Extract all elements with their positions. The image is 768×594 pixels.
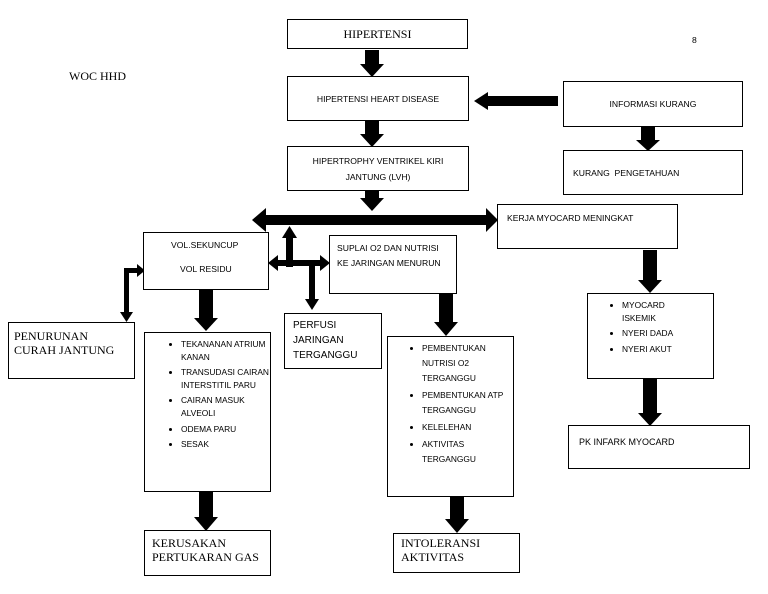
node-kerusakan-line2: PERTUKARAN GAS <box>152 550 259 564</box>
list-item: CAIRAN MASUK ALVEOLI <box>181 394 270 419</box>
node-perfusi-line1: PERFUSI <box>293 320 337 331</box>
arrow-tekanan-to-kerusakan <box>194 492 218 531</box>
arrow-vertical-double <box>282 226 297 267</box>
node-suplai-line2: KE JARINGAN MENURUN <box>337 258 441 268</box>
list-item: TRANSUDASI CAIRAN INTERSTITIL PARU <box>181 366 270 391</box>
arrow-nutrisi-to-intoleransi <box>445 497 469 533</box>
page-number: 8 <box>692 35 697 45</box>
node-vol-line1: VOL.SEKUNCUP <box>171 240 239 250</box>
node-intoleransi-line2: AKTIVITAS <box>401 550 465 564</box>
arrow-to-perfusi <box>305 263 319 310</box>
node-tekanan-list: TEKANANAN ATRIUM KANAN TRANSUDASI CAIRAN… <box>144 332 271 492</box>
page-title: WOC HHD <box>69 69 126 83</box>
arrow-hipertensi-to-hhd <box>360 50 384 77</box>
list-item: PEMBENTUKAN ATP TERGANGGU <box>422 388 513 418</box>
node-kurang-pengetahuan: KURANG PENGETAHUAN <box>563 150 743 195</box>
node-informasi-kurang: INFORMASI KURANG <box>563 81 743 127</box>
list-item: NYERI AKUT <box>622 343 692 356</box>
arrow-vol-to-tekanan <box>194 290 218 331</box>
node-informasi-label: INFORMASI KURANG <box>609 99 697 109</box>
arrow-vol-to-penurunan <box>120 264 145 322</box>
node-hipertensi-label: HIPERTENSI <box>343 27 412 41</box>
node-hhd-label: HIPERTENSI HEART DISEASE <box>316 93 440 104</box>
node-hhd: HIPERTENSI HEART DISEASE <box>287 76 469 121</box>
node-kerja-myocard: KERJA MYOCARD MENINGKAT <box>497 204 678 249</box>
arrow-split-horizontal <box>252 208 498 232</box>
node-lvh-line1: HIPERTROPHY VENTRIKEL KIRI <box>312 155 444 166</box>
list-item: KELELEHAN <box>422 420 513 435</box>
node-kerusakan-line1: KERUSAKAN <box>152 536 227 550</box>
node-vol-sekuncup: VOL.SEKUNCUP VOL RESIDU <box>143 232 269 290</box>
arrow-lvh-to-split <box>360 190 384 211</box>
node-perfusi-jaringan: PERFUSI JARINGAN TERGANGGU <box>284 313 382 369</box>
arrow-suplai-to-nutrisi <box>434 294 458 336</box>
node-pk-infark-label: PK INFARK MYOCARD <box>579 437 675 447</box>
list-item: TEKANANAN ATRIUM KANAN <box>181 338 270 363</box>
list-item: NYERI DADA <box>622 327 692 340</box>
node-vol-line2: VOL RESIDU <box>180 264 232 274</box>
node-penurunan-line2: CURAH JANTUNG <box>14 343 115 357</box>
node-nutrisi-list: PEMBENTUKAN NUTRISI O2 TERGANGGU PEMBENT… <box>387 336 514 497</box>
node-myocard-list: MYOCARD ISKEMIK NYERI DADA NYERI AKUT <box>587 293 714 379</box>
node-penurunan-line1: PENURUNAN <box>14 329 89 343</box>
node-suplai-line1: SUPLAI O2 DAN NUTRISI <box>337 243 439 253</box>
node-lvh: HIPERTROPHY VENTRIKEL KIRI JANTUNG (LVH) <box>287 146 469 191</box>
arrow-informasi-to-hhd <box>474 92 558 110</box>
node-perfusi-line3: TERGANGGU <box>293 350 358 361</box>
arrow-hhd-to-lvh <box>360 121 384 147</box>
arrow-kerja-to-myocard <box>638 250 662 293</box>
node-pk-infark: PK INFARK MYOCARD <box>568 425 750 469</box>
node-kerusakan-pertukaran-gas: KERUSAKAN PERTUKARAN GAS <box>144 530 271 576</box>
node-pengetahuan-label: KURANG PENGETAHUAN <box>573 167 680 178</box>
arrow-myocard-to-pk <box>638 379 662 426</box>
list-item: AKTIVITAS TERGANGGU <box>422 437 513 467</box>
node-intoleransi-line1: INTOLERANSI <box>401 536 481 550</box>
list-item: ODEMA PARU <box>181 423 270 436</box>
node-perfusi-line2: JARINGAN <box>293 335 344 346</box>
node-lvh-line2: JANTUNG (LVH) <box>345 171 411 182</box>
list-item: MYOCARD ISKEMIK <box>622 299 692 324</box>
arrow-vol-suplai <box>268 255 330 271</box>
node-kerja-label: KERJA MYOCARD MENINGKAT <box>507 212 634 223</box>
arrow-informasi-to-pengetahuan <box>636 127 660 151</box>
node-suplai-o2: SUPLAI O2 DAN NUTRISI KE JARINGAN MENURU… <box>329 235 457 294</box>
node-penurunan-curah-jantung: PENURUNAN CURAH JANTUNG <box>8 322 135 379</box>
list-item: SESAK <box>181 438 270 451</box>
list-item: PEMBENTUKAN NUTRISI O2 TERGANGGU <box>422 341 513 386</box>
node-hipertensi: HIPERTENSI <box>287 19 468 49</box>
node-intoleransi-aktivitas: INTOLERANSI AKTIVITAS <box>393 533 520 573</box>
